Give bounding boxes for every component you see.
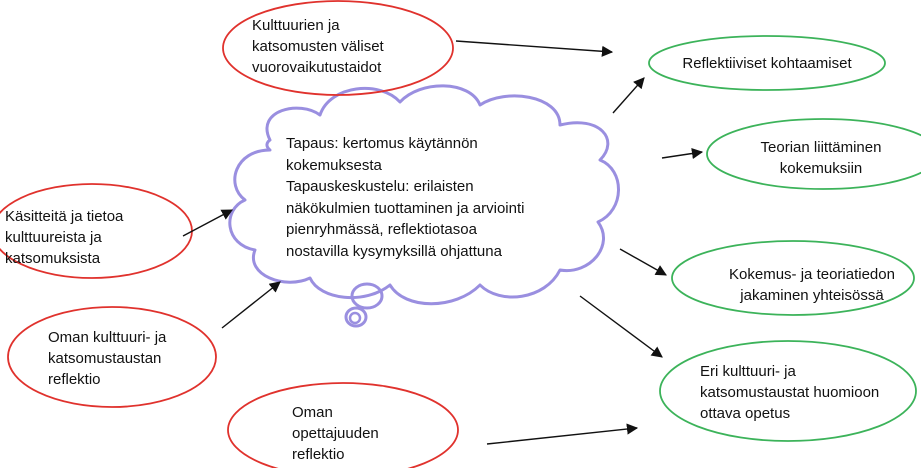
- cloud-text: Tapaus: kertomus käytännön kokemuksesta …: [286, 135, 525, 260]
- cloud-outline: [228, 84, 620, 306]
- arrow-cloud-to-output-3: [619, 248, 667, 276]
- input-label-4: Oman opettajuuden reflektio: [292, 404, 379, 463]
- arrow-input-3-to-cloud: [221, 281, 281, 329]
- output-ellipse-4: [659, 340, 917, 442]
- cloud-tail-bubble-large: [350, 282, 384, 310]
- arrow-input-1-to-output-1: [455, 40, 614, 57]
- cloud-tail-bubble-tiny: [348, 311, 362, 325]
- input-ellipse-1: [222, 0, 454, 96]
- output-ellipse-3: [671, 240, 915, 316]
- arrow-input-2-to-cloud: [182, 209, 233, 237]
- cloud-tail-bubble-small: [344, 306, 368, 328]
- input-label-2: Käsitteitä ja tietoa kulttuureista ja ka…: [5, 208, 124, 267]
- input-ellipse-4: [227, 382, 459, 468]
- input-label-1: Kulttuurien ja katsomusten väliset vuoro…: [252, 17, 384, 76]
- arrow-input-4-to-output-4: [486, 423, 639, 445]
- output-ellipse-2: [706, 118, 921, 190]
- output-label-1: Reflektiiviset kohtaamiset: [682, 55, 852, 72]
- thought-bubble-icon: [228, 84, 620, 328]
- arrow-cloud-to-output-1: [612, 77, 645, 114]
- output-label-2: Teorian liittäminen kokemuksiin: [760, 139, 882, 177]
- arrow-cloud-to-output-2: [661, 147, 704, 160]
- arrow-cloud-to-output-4: [579, 295, 663, 358]
- input-ellipse-3: [7, 306, 217, 408]
- output-label-3: Kokemus- ja teoriatiedon jakaminen yhtei…: [729, 266, 895, 304]
- output-ellipse-1: [648, 35, 886, 91]
- output-label-4: Eri kulttuuri- ja katsomustaustat huomio…: [700, 363, 880, 422]
- input-label-3: Oman kulttuuri- ja katsomustaustan refle…: [48, 329, 167, 388]
- arrows: [182, 40, 704, 445]
